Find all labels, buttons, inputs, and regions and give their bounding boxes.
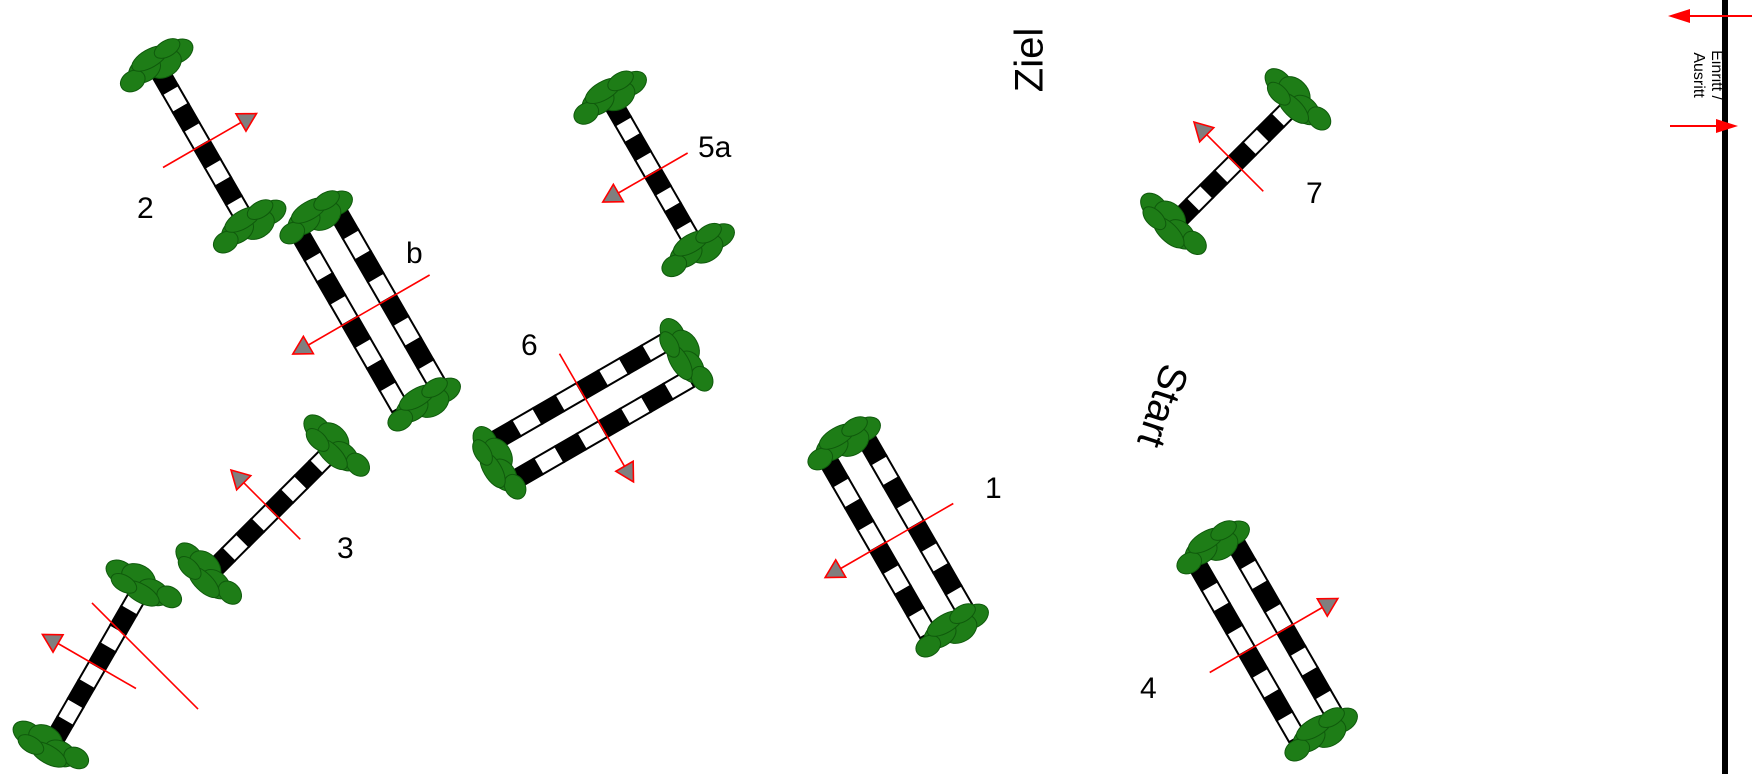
obstacle-2 [119,38,287,254]
obstacle-unnumbered [12,559,183,770]
bush-icon [12,720,90,770]
bush-icon [472,426,527,500]
direction-arrow-icon [234,112,258,133]
start-label: Start [1128,359,1196,453]
gate-arrows [1668,9,1752,133]
direction-arrow-icon [1192,120,1216,144]
obstacle-7 [1140,68,1332,256]
direction-arrow-icon [229,468,253,492]
bush-icon [807,416,881,471]
obstacle-b [279,190,461,432]
direction-arrow-icon [823,558,848,579]
obstacle-number-b: b [406,237,423,270]
obstacle-3 [175,414,371,605]
bush-icon [915,603,989,658]
bush-icon [387,377,461,432]
obstacle-number-4: 4 [1140,672,1157,705]
gate-label-line1: Einritt / [1708,50,1725,100]
obstacle-4 [1176,520,1358,762]
bush-icon [1264,68,1332,131]
obstacle-6 [472,318,714,500]
obstacle-number-1: 1 [985,472,1002,505]
obstacle-number-6: 6 [521,329,538,362]
direction-arrow-icon [601,182,625,203]
bush-icon [119,38,194,93]
obstacle-1 [807,416,989,658]
direction-arrow-icon [614,459,635,484]
gate-label-line2: Ausritt [1690,52,1707,98]
finish-label: Ziel [1008,28,1052,92]
bush-icon [573,70,647,125]
bush-icon [661,222,735,278]
cross-line [91,602,199,710]
bush-icon [279,190,353,245]
gate-label: Einritt / Ausritt [1690,50,1725,100]
bush-icon [1176,520,1250,575]
obstacles-layer [12,38,1358,770]
obstacle-number-2: 2 [137,192,154,225]
direction-arrow-icon [291,334,315,355]
obstacle-5a [573,70,735,278]
bush-icon [303,414,371,477]
bush-icon [1140,192,1207,256]
obstacle-number-3: 3 [337,532,354,565]
direction-arrow-icon [41,633,65,654]
obstacle-number-5a: 5a [698,131,732,164]
obstacle-number-7: 7 [1306,177,1323,210]
bush-icon [1284,707,1358,762]
bush-icon [105,559,183,609]
bush-icon [175,542,243,605]
bush-icon [212,199,287,254]
direction-arrow-icon [1315,597,1340,618]
bush-icon [659,318,714,392]
